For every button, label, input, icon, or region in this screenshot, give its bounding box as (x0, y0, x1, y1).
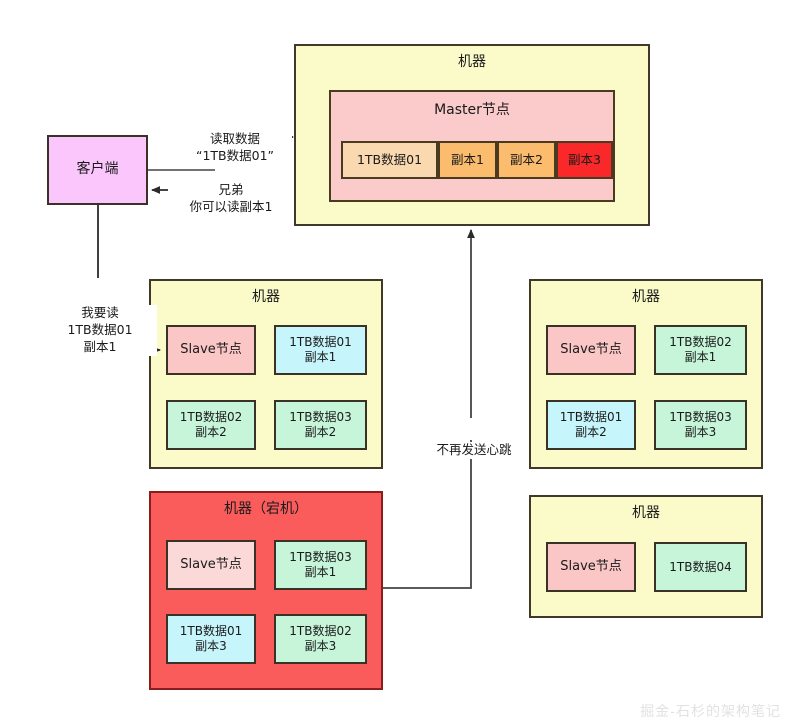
master-segment-copy1: 副本1 (438, 141, 497, 179)
master-node-label: Master节点 (434, 102, 510, 118)
slave-machine-4-block-0: 1TB数据04 (654, 542, 747, 592)
slave-machine-1-node: Slave节点 (166, 325, 256, 375)
master-machine-title: 机器 (458, 54, 486, 70)
client-box: 客户端 (47, 135, 148, 205)
slave-machine-1-block-1: 1TB数据02 副本2 (166, 400, 256, 450)
slave-machine-3-node: Slave节点 (166, 540, 256, 590)
label-heartbeat-stopped: 不再发送心跳 (428, 442, 520, 459)
label-client-to-slave: 我要读 1TB数据01 副本1 (43, 305, 157, 356)
arrow-heartbeat-lower (383, 440, 472, 589)
slave-machine-3-title: 机器（宕机） (224, 501, 308, 517)
slave-machine-2-block-0: 1TB数据02 副本1 (654, 325, 747, 375)
label-read-response: 兄弟 你可以读副本1 (168, 182, 294, 216)
slave-machine-2-block-2: 1TB数据03 副本3 (654, 400, 747, 450)
slave-machine-1-title: 机器 (252, 289, 280, 305)
slave-machine-2-title: 机器 (632, 289, 660, 305)
slave-machine-1-block-0: 1TB数据01 副本1 (274, 325, 367, 375)
slave-machine-3-block-2: 1TB数据02 副本3 (274, 614, 367, 664)
slave-machine-1-block-2: 1TB数据03 副本2 (274, 400, 367, 450)
slave-machine-2-block-1: 1TB数据01 副本2 (546, 400, 636, 450)
slave-machine-4-node: Slave节点 (546, 542, 636, 592)
master-segment-data01: 1TB数据01 (341, 141, 438, 179)
slave-machine-3-block-1: 1TB数据01 副本3 (166, 614, 256, 664)
master-segment-copy3-lost: 副本3 (556, 141, 613, 179)
watermark: 掘金-石杉的架构笔记 (640, 704, 781, 720)
label-read-request: 读取数据 “1TB数据01” (178, 131, 292, 165)
slave-machine-2-node: Slave节点 (546, 325, 636, 375)
slave-machine-4-title: 机器 (632, 505, 660, 521)
master-segment-copy2: 副本2 (497, 141, 556, 179)
slave-machine-3-block-0: 1TB数据03 副本1 (274, 540, 367, 590)
